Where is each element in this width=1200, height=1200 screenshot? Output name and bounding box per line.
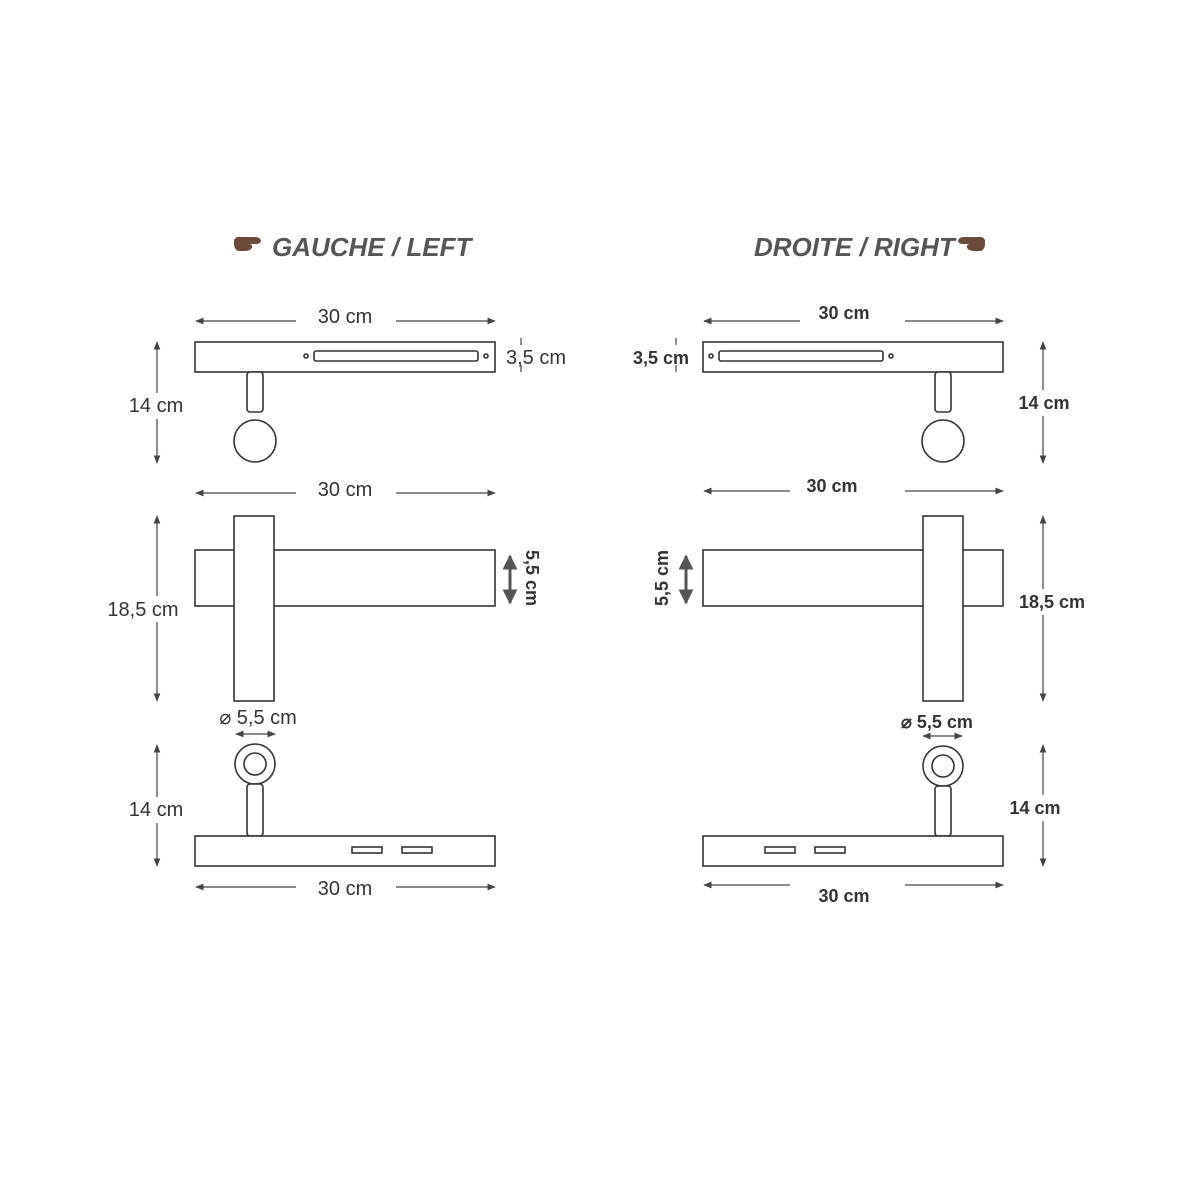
right-bottom-switch-1: [764, 846, 796, 854]
right-bottom-arm: [934, 785, 952, 837]
left-front-mount: [233, 515, 275, 702]
left-top-depth-label: 14 cm: [129, 395, 183, 417]
right-bottom-diameter-label: ⌀ 5,5 cm: [901, 712, 973, 732]
left-top-width-label: 30 cm: [318, 306, 372, 328]
right-bottom-view: ⌀ 5,5 cm 14 cm 30 cm: [702, 712, 1079, 906]
right-section: DROITE / RIGHT 30 cm 3,5 cm 14 cm: [633, 232, 1094, 906]
right-top-depth-label: 14 cm: [1018, 393, 1069, 413]
left-bottom-diameter-label: ⌀ 5,5 cm: [219, 707, 297, 729]
left-top-globe: [233, 419, 277, 463]
right-front-view: 30 cm 18,5 cm 5,5 cm: [652, 476, 1094, 702]
left-bottom-switch-1: [351, 846, 383, 854]
hand-pointing-right-icon: [234, 236, 261, 251]
right-top-slot: [718, 350, 884, 362]
left-front-height-label: 18,5 cm: [107, 599, 178, 621]
right-bottom-width-label: 30 cm: [818, 886, 869, 906]
left-front-bar-height-label: 5,5 cm: [522, 550, 542, 606]
left-top-view: 30 cm 3,5 cm 14 cm: [120, 306, 566, 464]
left-bottom-arm: [246, 783, 264, 837]
left-top-slot: [313, 350, 479, 362]
right-bottom-switch-2: [814, 846, 846, 854]
right-front-bar-height-label: 5,5 cm: [652, 550, 672, 606]
right-front-height-label: 18,5 cm: [1019, 592, 1085, 612]
left-front-width-label: 30 cm: [318, 479, 372, 501]
right-top-thickness-label: 3,5 cm: [633, 348, 689, 368]
right-bottom-ring-inner: [931, 754, 955, 778]
left-bottom-depth-label: 14 cm: [129, 799, 183, 821]
right-bottom-depth-label: 14 cm: [1009, 798, 1060, 818]
right-top-view: 30 cm 3,5 cm 14 cm: [633, 303, 1084, 464]
right-top-width-label: 30 cm: [818, 303, 869, 323]
left-bottom-plate: [194, 835, 496, 867]
left-bottom-width-label: 30 cm: [318, 878, 372, 900]
left-section: GAUCHE / LEFT 30 cm 3,5 cm 14 cm 30 cm: [100, 232, 566, 900]
left-title: GAUCHE / LEFT: [272, 232, 473, 262]
hand-pointing-left-icon: [958, 236, 985, 251]
right-front-width-label: 30 cm: [806, 476, 857, 496]
right-bottom-plate: [702, 835, 1004, 867]
right-top-globe: [921, 419, 965, 463]
right-top-plate: [702, 341, 1004, 373]
left-top-arm: [246, 371, 264, 413]
left-top-thickness-label: 3,5 cm: [506, 347, 566, 369]
left-front-view: 30 cm 18,5 cm 5,5 cm: [100, 479, 542, 702]
left-bottom-view: ⌀ 5,5 cm 14 cm 30 cm: [120, 707, 496, 900]
left-bottom-switch-2: [401, 846, 433, 854]
right-title: DROITE / RIGHT: [754, 232, 957, 262]
right-front-mount: [922, 515, 964, 702]
left-top-plate: [194, 341, 496, 373]
right-top-arm: [934, 371, 952, 413]
left-bottom-ring-inner: [243, 752, 267, 776]
